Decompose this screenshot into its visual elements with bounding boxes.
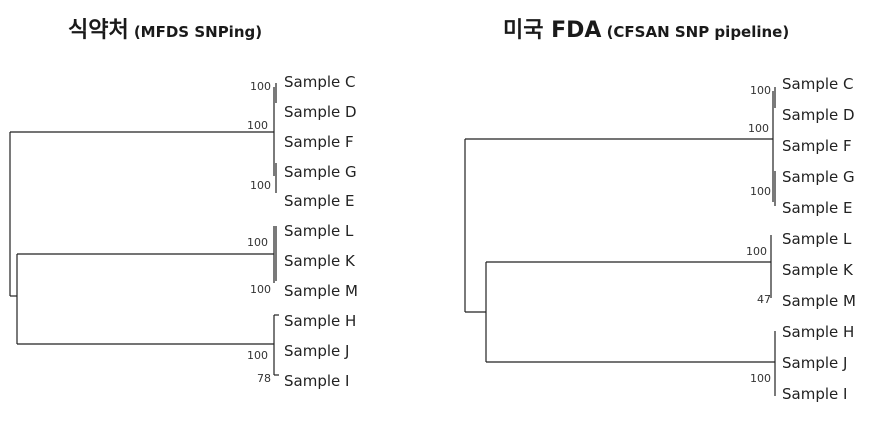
- leaf-label: Sample K: [782, 261, 854, 279]
- panel-mfds: 식약처 (MFDS SNPing) Sample C Sample D Samp…: [0, 0, 440, 428]
- dendrogram-mfds: Sample C Sample D Sample F Sample G Samp…: [9, 73, 358, 390]
- leaf-label: Sample L: [782, 230, 852, 248]
- panel-fda: 미국 FDA (CFSAN SNP pipeline) Sample C Sam…: [445, 0, 889, 428]
- leaf-label: Sample G: [284, 163, 357, 181]
- leaf-label: Sample I: [782, 385, 847, 403]
- leaf-label: Sample G: [782, 168, 855, 186]
- leaf-label: Sample M: [782, 292, 856, 310]
- support-value: 100: [250, 283, 271, 296]
- leaf-label: Sample F: [782, 137, 852, 155]
- leaf-label: Sample I: [284, 372, 349, 390]
- leaf-label: Sample C: [284, 73, 355, 91]
- leaf-label: Sample E: [782, 199, 853, 217]
- leaf-label: Sample D: [782, 106, 855, 124]
- leaf-label: Sample J: [782, 354, 847, 372]
- support-value: 100: [748, 122, 769, 135]
- leaf-label: Sample F: [284, 133, 354, 151]
- leaf-label: Sample M: [284, 282, 358, 300]
- panel-title: 식약처 (MFDS SNPing): [68, 12, 262, 44]
- leaf-label: Sample J: [284, 342, 349, 360]
- title-sub: (MFDS SNPing): [133, 23, 263, 41]
- panel-title: 미국 FDA (CFSAN SNP pipeline): [503, 12, 789, 44]
- support-value: 78: [257, 372, 271, 385]
- leaf-label: Sample H: [284, 312, 356, 330]
- leaf-label: Sample D: [284, 103, 357, 121]
- title-sub: (CFSAN SNP pipeline): [606, 23, 790, 41]
- dendrogram-fda: Sample C Sample D Sample F Sample G Samp…: [464, 75, 856, 403]
- leaf-label: Sample L: [284, 222, 354, 240]
- support-value: 100: [250, 80, 271, 93]
- leaf-label: Sample E: [284, 192, 355, 210]
- leaf-label: Sample H: [782, 323, 854, 341]
- support-value: 100: [247, 236, 268, 249]
- support-value: 47: [757, 293, 771, 306]
- support-value: 100: [750, 372, 771, 385]
- support-value: 100: [247, 349, 268, 362]
- title-main: 미국 FDA: [503, 18, 602, 43]
- support-value: 100: [250, 179, 271, 192]
- support-value: 100: [750, 84, 771, 97]
- leaf-label: Sample K: [284, 252, 356, 270]
- support-value: 100: [247, 119, 268, 132]
- title-main: 식약처: [68, 18, 129, 43]
- leaf-label: Sample C: [782, 75, 853, 93]
- support-value: 100: [750, 185, 771, 198]
- support-value: 100: [746, 245, 767, 258]
